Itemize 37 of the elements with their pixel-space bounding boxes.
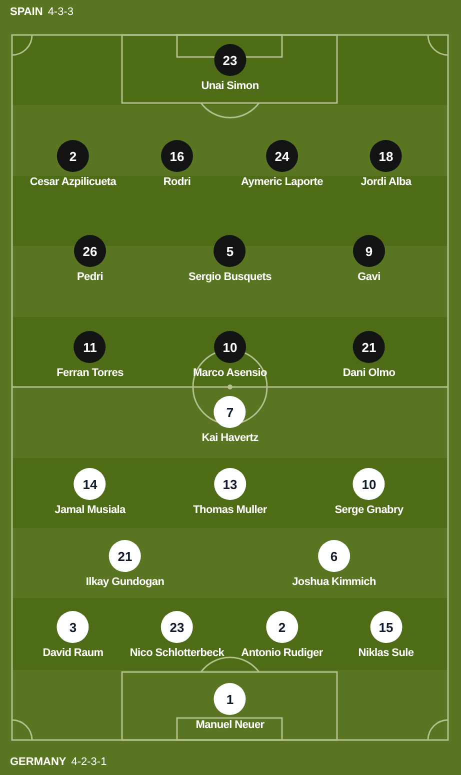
player-name: Sergio Busquets [188, 271, 272, 284]
player-number: 5 [214, 235, 246, 267]
player-name: Gavi [358, 271, 380, 284]
player-number: 18 [370, 140, 402, 172]
player-name: Kai Havertz [202, 432, 258, 445]
player-name: Jordi Alba [360, 176, 412, 189]
player-number: 24 [266, 140, 298, 172]
player-name: Marco Asensio [193, 367, 267, 380]
player-name: Unai Simon [201, 80, 259, 93]
player-name: Serge Gnabry [334, 504, 404, 517]
player-name: Pedri [76, 271, 103, 284]
player-number: 6 [318, 540, 350, 572]
team-name: GERMANY [10, 756, 66, 769]
player-name: Cesar Azpilicueta [30, 176, 116, 189]
player-number: 26 [74, 235, 106, 267]
formation: 4-3-3 [48, 6, 74, 19]
player-name: Antonio Rudiger [241, 647, 323, 660]
player-number: 7 [214, 396, 246, 428]
player-name: Manuel Neuer [196, 719, 264, 732]
player-name: Ferran Torres [56, 367, 124, 380]
player-name: Thomas Muller [193, 504, 267, 517]
formation: 4-2-3-1 [71, 756, 107, 769]
player-name: Rodri [163, 176, 191, 189]
player-name: Nico Schlotterbeck [130, 647, 224, 660]
player-name: Niklas Sule [358, 647, 414, 660]
player-number: 2 [57, 140, 89, 172]
player-name: Dani Olmo [342, 367, 396, 380]
player-name: Jamal Musiala [54, 504, 126, 517]
team-name: SPAIN [10, 6, 43, 19]
player-name: Joshua Kimmich [292, 576, 376, 589]
player-name: Ilkay Gundogan [86, 576, 164, 589]
player-name: David Raum [42, 647, 104, 660]
player-number: 1 [214, 683, 246, 715]
player-number: 16 [161, 140, 193, 172]
player-name: Aymeric Laporte [241, 176, 323, 189]
player-number: 21 [109, 540, 141, 572]
player-number: 9 [353, 235, 385, 267]
